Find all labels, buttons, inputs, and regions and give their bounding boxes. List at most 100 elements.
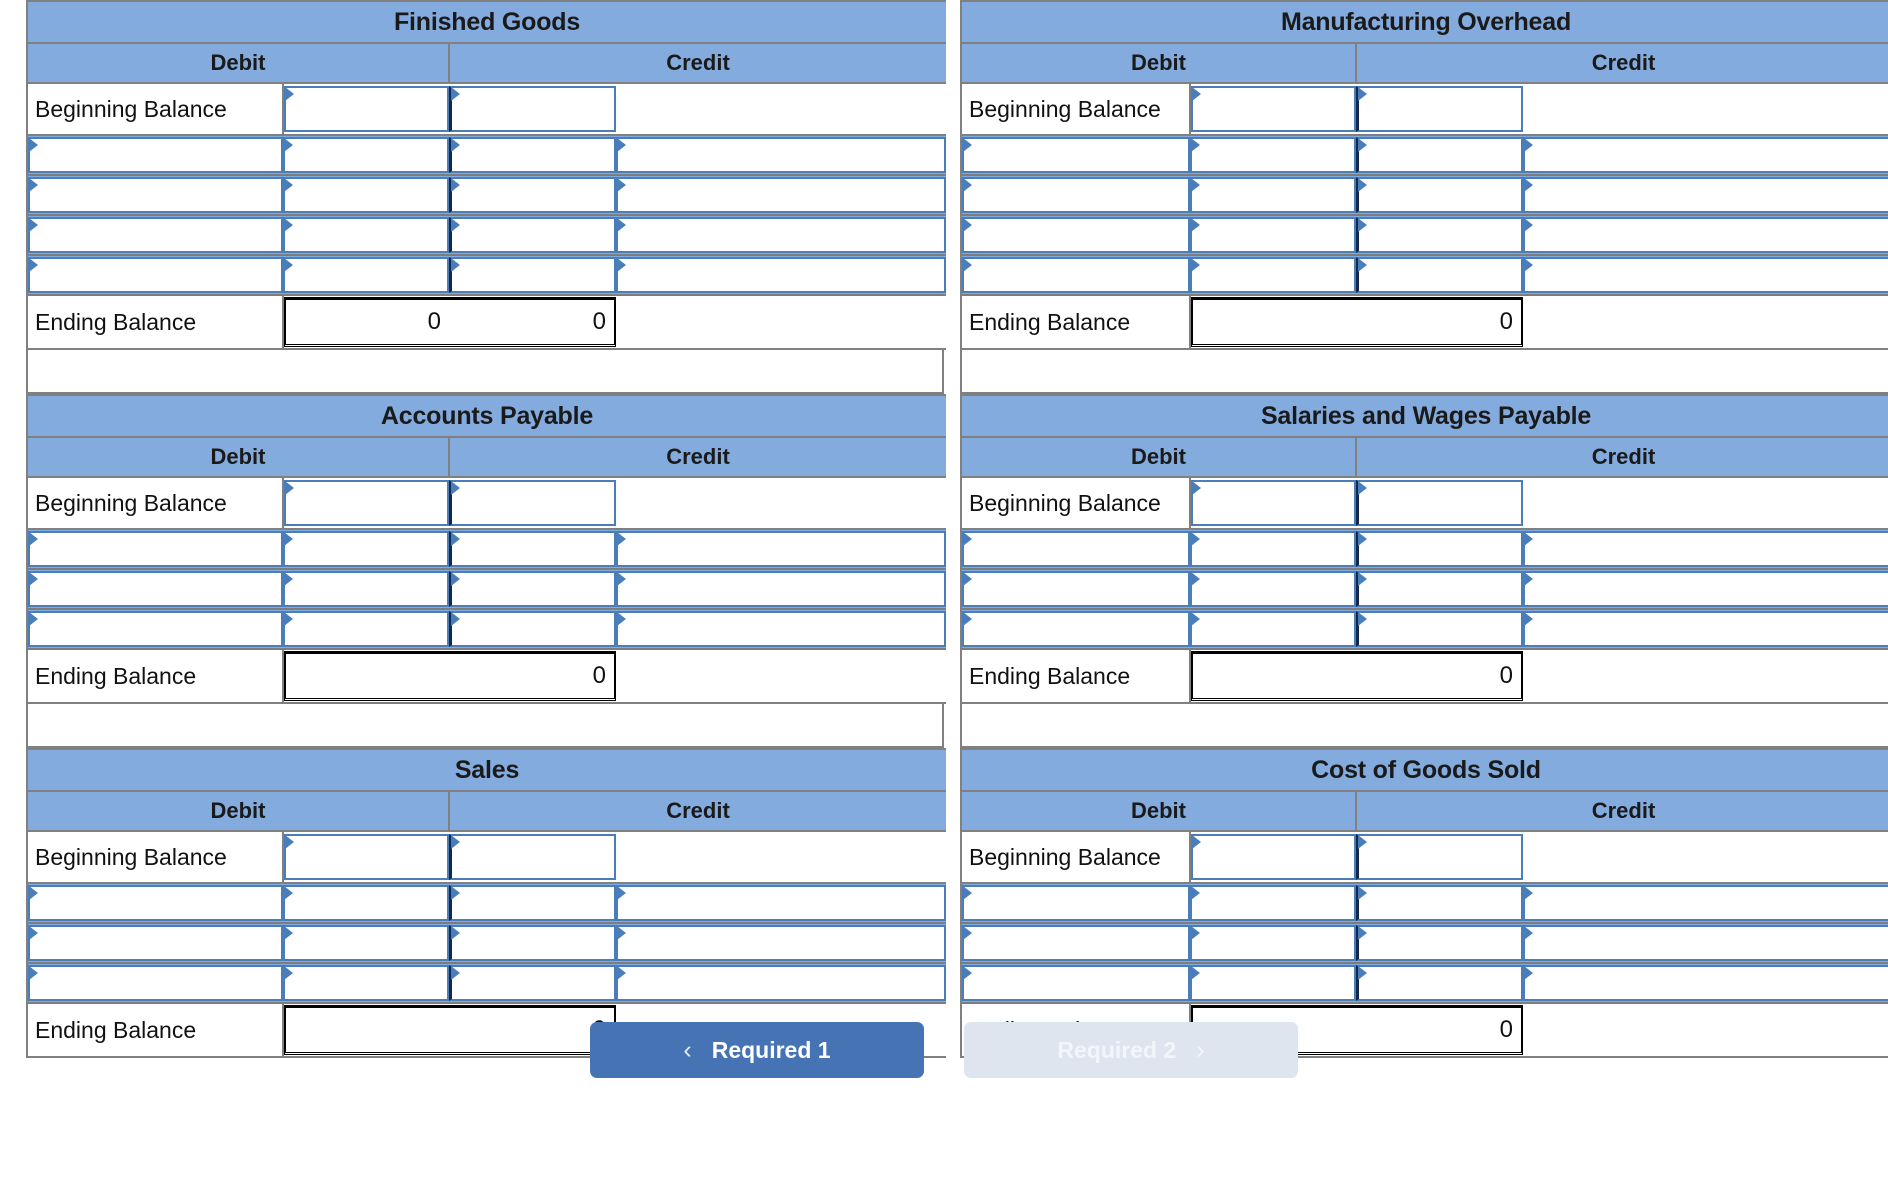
entry-input[interactable]: [1356, 177, 1523, 213]
entry-input[interactable]: [449, 611, 616, 647]
entry-extra-cell[interactable]: [616, 529, 947, 570]
entry-input[interactable]: [1190, 217, 1356, 253]
entry-label-cell[interactable]: [28, 609, 283, 650]
entry-input[interactable]: [283, 177, 449, 213]
entry-input[interactable]: [616, 611, 947, 647]
entry-input[interactable]: [449, 834, 616, 880]
entry-label-cell[interactable]: [28, 569, 283, 610]
entry-input[interactable]: [616, 531, 947, 567]
entry-debit-cell[interactable]: [1190, 175, 1356, 216]
entry-input[interactable]: [616, 177, 947, 213]
entry-label-cell[interactable]: [28, 923, 283, 964]
entry-extra-cell[interactable]: [1523, 569, 1888, 610]
entry-input[interactable]: [616, 885, 947, 921]
entry-input[interactable]: [449, 885, 616, 921]
entry-input[interactable]: [1523, 177, 1888, 213]
entry-credit-cell[interactable]: [449, 215, 616, 256]
beginning-debit-cell[interactable]: [1190, 477, 1356, 530]
entry-input[interactable]: [962, 571, 1190, 607]
entry-input[interactable]: [1523, 217, 1888, 253]
entry-label-cell[interactable]: [28, 135, 283, 176]
entry-debit-cell[interactable]: [1190, 883, 1356, 924]
entry-label-cell[interactable]: [28, 963, 283, 1004]
beginning-credit-cell[interactable]: [1356, 83, 1523, 136]
entry-label-cell[interactable]: [28, 215, 283, 256]
entry-debit-cell[interactable]: [283, 135, 449, 176]
entry-credit-cell[interactable]: [1356, 609, 1523, 650]
entry-input[interactable]: [616, 257, 947, 293]
entry-input[interactable]: [1523, 885, 1888, 921]
entry-input[interactable]: [1190, 531, 1356, 567]
entry-input[interactable]: [449, 480, 616, 526]
entry-label-cell[interactable]: [962, 569, 1190, 610]
entry-extra-cell[interactable]: [1523, 963, 1888, 1004]
entry-input[interactable]: [962, 137, 1190, 173]
entry-input[interactable]: [962, 965, 1190, 1001]
entry-debit-cell[interactable]: [283, 963, 449, 1004]
entry-input[interactable]: [1190, 571, 1356, 607]
entry-debit-cell[interactable]: [1190, 923, 1356, 964]
entry-input[interactable]: [284, 86, 449, 132]
entry-extra-cell[interactable]: [1523, 255, 1888, 296]
entry-input[interactable]: [962, 257, 1190, 293]
entry-extra-cell[interactable]: [1523, 135, 1888, 176]
entry-input[interactable]: [1190, 257, 1356, 293]
entry-input[interactable]: [1356, 885, 1523, 921]
entry-input[interactable]: [1356, 925, 1523, 961]
entry-debit-cell[interactable]: [283, 529, 449, 570]
entry-input[interactable]: [449, 217, 616, 253]
entry-extra-cell[interactable]: [616, 569, 947, 610]
entry-credit-cell[interactable]: [449, 135, 616, 176]
entry-input[interactable]: [283, 965, 449, 1001]
entry-debit-cell[interactable]: [1190, 215, 1356, 256]
entry-input[interactable]: [962, 885, 1190, 921]
entry-extra-cell[interactable]: [616, 923, 947, 964]
entry-extra-cell[interactable]: [616, 883, 947, 924]
entry-credit-cell[interactable]: [1356, 569, 1523, 610]
entry-credit-cell[interactable]: [1356, 963, 1523, 1004]
entry-debit-cell[interactable]: [283, 255, 449, 296]
entry-credit-cell[interactable]: [1356, 529, 1523, 570]
entry-input[interactable]: [283, 217, 449, 253]
entry-input[interactable]: [449, 531, 616, 567]
entry-extra-cell[interactable]: [616, 135, 947, 176]
entry-label-cell[interactable]: [28, 529, 283, 570]
entry-input[interactable]: [1190, 885, 1356, 921]
entry-credit-cell[interactable]: [449, 255, 616, 296]
entry-debit-cell[interactable]: [283, 923, 449, 964]
entry-debit-cell[interactable]: [1190, 255, 1356, 296]
entry-label-cell[interactable]: [962, 529, 1190, 570]
entry-input[interactable]: [962, 217, 1190, 253]
entry-input[interactable]: [28, 177, 283, 213]
entry-label-cell[interactable]: [962, 609, 1190, 650]
entry-label-cell[interactable]: [962, 135, 1190, 176]
entry-input[interactable]: [1190, 925, 1356, 961]
entry-input[interactable]: [1523, 965, 1888, 1001]
beginning-credit-cell[interactable]: [449, 83, 616, 136]
entry-debit-cell[interactable]: [1190, 569, 1356, 610]
entry-credit-cell[interactable]: [1356, 215, 1523, 256]
entry-input[interactable]: [28, 137, 283, 173]
entry-label-cell[interactable]: [962, 215, 1190, 256]
entry-extra-cell[interactable]: [1523, 529, 1888, 570]
entry-input[interactable]: [1356, 965, 1523, 1001]
entry-credit-cell[interactable]: [449, 883, 616, 924]
entry-credit-cell[interactable]: [1356, 255, 1523, 296]
entry-credit-cell[interactable]: [1356, 923, 1523, 964]
entry-input[interactable]: [28, 257, 283, 293]
entry-debit-cell[interactable]: [283, 569, 449, 610]
entry-debit-cell[interactable]: [283, 215, 449, 256]
entry-extra-cell[interactable]: [616, 255, 947, 296]
entry-debit-cell[interactable]: [283, 609, 449, 650]
entry-input[interactable]: [962, 177, 1190, 213]
entry-extra-cell[interactable]: [1523, 883, 1888, 924]
entry-input[interactable]: [1356, 217, 1523, 253]
entry-debit-cell[interactable]: [283, 175, 449, 216]
entry-input[interactable]: [284, 480, 449, 526]
entry-extra-cell[interactable]: [1523, 215, 1888, 256]
entry-input[interactable]: [1356, 531, 1523, 567]
required-2-button[interactable]: Required 2 ›: [964, 1022, 1298, 1078]
entry-input[interactable]: [449, 177, 616, 213]
beginning-debit-cell[interactable]: [1190, 83, 1356, 136]
required-1-button[interactable]: ‹ Required 1: [590, 1022, 924, 1078]
